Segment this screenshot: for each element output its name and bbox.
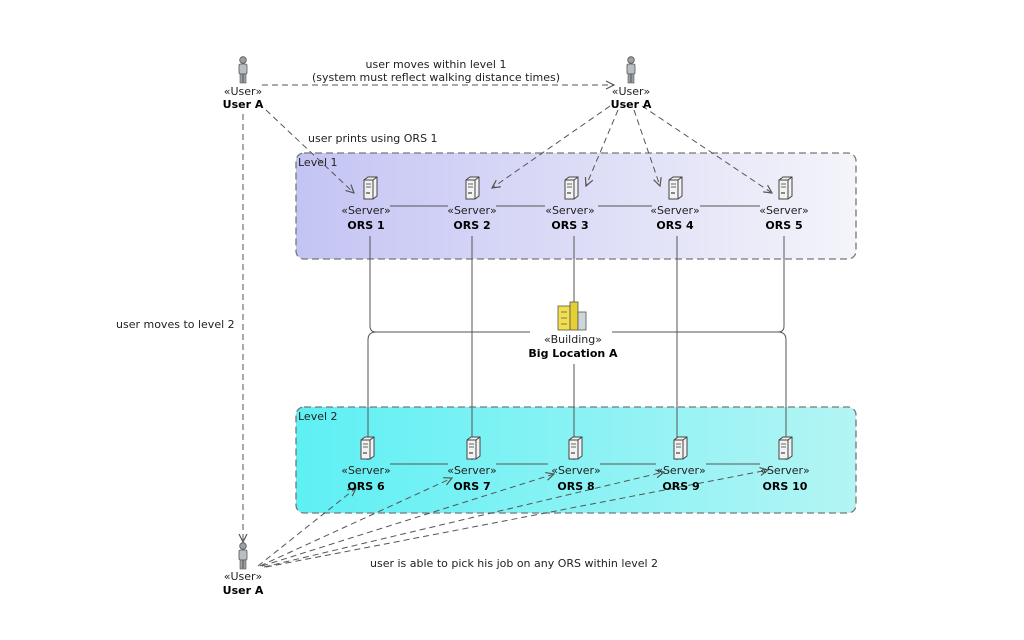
server-icon bbox=[568, 436, 583, 460]
user-name: User A bbox=[223, 98, 264, 111]
server-ors-5: «Server» ORS 5 bbox=[759, 176, 809, 232]
user-name: User A bbox=[611, 98, 652, 111]
server-name: ORS 1 bbox=[347, 219, 384, 232]
note-moves-within-1: user moves within level 1 bbox=[366, 58, 507, 71]
server-ors-8: «Server» ORS 8 bbox=[551, 436, 601, 493]
user-top-right: «User» User A bbox=[611, 56, 652, 111]
server-name: ORS 3 bbox=[551, 219, 588, 232]
building-icon bbox=[557, 301, 587, 331]
note-pick-job: user is able to pick his job on any ORS … bbox=[370, 557, 658, 570]
connections bbox=[367, 205, 787, 465]
server-name: ORS 8 bbox=[557, 480, 594, 493]
server-icon bbox=[668, 176, 683, 200]
server-ors-9: «Server» ORS 9 bbox=[656, 436, 706, 493]
server-stereotype: «Server» bbox=[447, 464, 497, 477]
server-name: ORS 4 bbox=[656, 219, 694, 232]
user-icon bbox=[238, 56, 248, 84]
user-icon bbox=[238, 542, 248, 570]
server-stereotype: «Server» bbox=[551, 464, 601, 477]
user-stereotype: «User» bbox=[224, 85, 263, 98]
server-ors-7: «Server» ORS 7 bbox=[447, 436, 497, 493]
server-name: ORS 9 bbox=[662, 480, 699, 493]
user-stereotype: «User» bbox=[612, 85, 651, 98]
server-ors-6: «Server» ORS 6 bbox=[341, 436, 391, 493]
user-top-left: «User» User A bbox=[223, 56, 264, 111]
user-name: User A bbox=[223, 584, 264, 597]
user-bottom-left: «User» User A bbox=[223, 542, 264, 597]
server-name: ORS 6 bbox=[347, 480, 385, 493]
server-ors-3: «Server» ORS 3 bbox=[545, 176, 595, 232]
server-name: ORS 7 bbox=[453, 480, 490, 493]
server-name: ORS 2 bbox=[453, 219, 490, 232]
note-moves-within-2: (system must reflect walking distance ti… bbox=[312, 71, 560, 84]
server-ors-2: «Server» ORS 2 bbox=[447, 176, 497, 232]
level2-node: Level 2 bbox=[295, 406, 857, 514]
server-ors-4: «Server» ORS 4 bbox=[650, 176, 700, 232]
server-stereotype: «Server» bbox=[650, 204, 700, 217]
server-stereotype: «Server» bbox=[341, 204, 391, 217]
server-stereotype: «Server» bbox=[656, 464, 706, 477]
server-stereotype: «Server» bbox=[760, 464, 810, 477]
notes: user moves within level 1 (system must r… bbox=[116, 58, 658, 570]
level1-label: Level 1 bbox=[298, 156, 338, 169]
level2-label: Level 2 bbox=[298, 410, 338, 423]
building-name: Big Location A bbox=[528, 347, 618, 360]
server-stereotype: «Server» bbox=[341, 464, 391, 477]
server-icon bbox=[363, 176, 378, 200]
server-stereotype: «Server» bbox=[447, 204, 497, 217]
server-icon bbox=[673, 436, 688, 460]
note-moves-to-level2: user moves to level 2 bbox=[116, 318, 235, 331]
server-icon bbox=[465, 176, 480, 200]
note-prints-ors1: user prints using ORS 1 bbox=[308, 132, 438, 145]
server-icon bbox=[564, 176, 579, 200]
dashed-arrows bbox=[243, 85, 772, 568]
server-name: ORS 5 bbox=[765, 219, 802, 232]
server-ors-1: «Server» ORS 1 bbox=[341, 176, 391, 232]
server-name: ORS 10 bbox=[763, 480, 808, 493]
server-ors-10: «Server» ORS 10 bbox=[760, 436, 810, 493]
server-icon bbox=[360, 436, 375, 460]
server-icon bbox=[778, 436, 793, 460]
building-node: «Building» Big Location A bbox=[528, 301, 618, 360]
server-icon bbox=[778, 176, 793, 200]
server-stereotype: «Server» bbox=[545, 204, 595, 217]
level1-node: Level 1 bbox=[295, 152, 857, 260]
server-icon bbox=[466, 436, 481, 460]
server-stereotype: «Server» bbox=[759, 204, 809, 217]
user-stereotype: «User» bbox=[224, 570, 263, 583]
user-icon bbox=[626, 56, 636, 84]
building-stereotype: «Building» bbox=[544, 333, 602, 346]
